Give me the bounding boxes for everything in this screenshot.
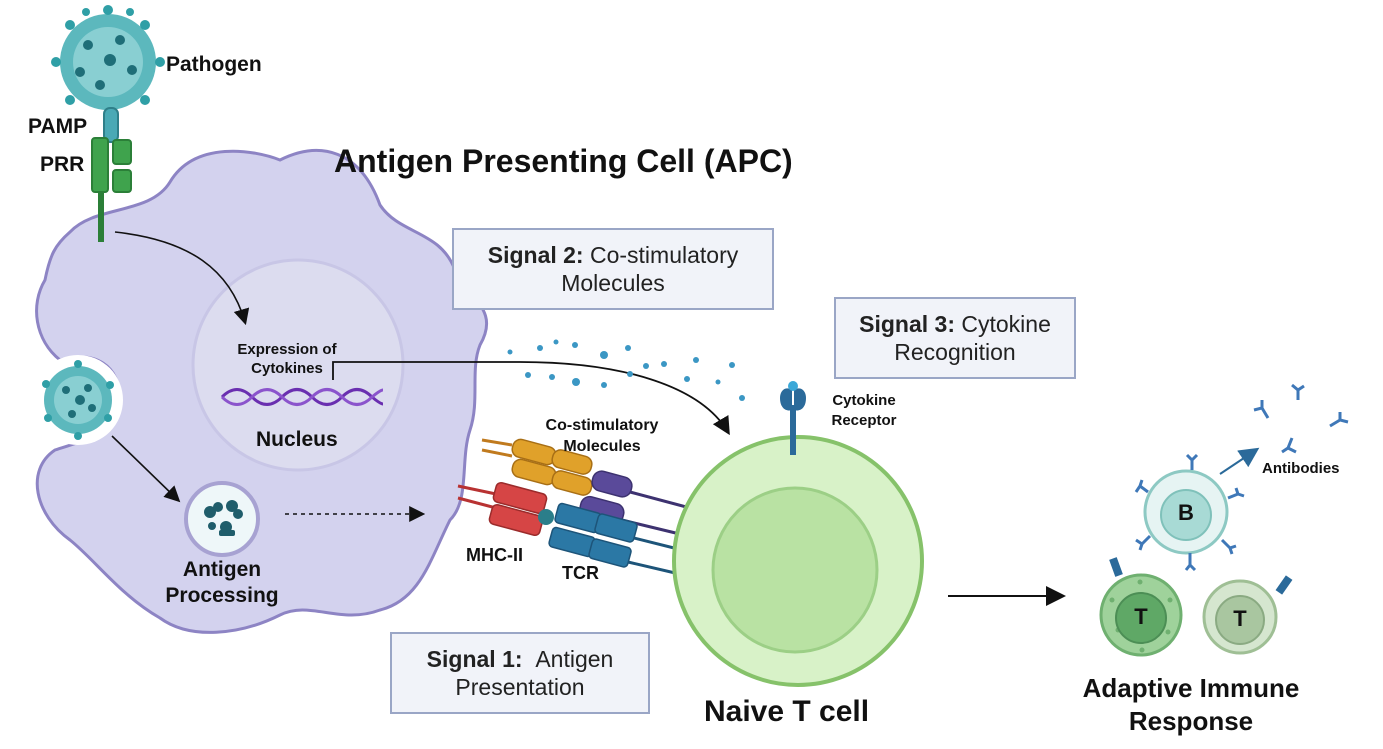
b-cell-letter: B <box>1178 500 1194 525</box>
cytokine-receptor-icon <box>780 381 806 455</box>
pamp-label: PAMP <box>28 115 88 138</box>
signal-1-box: Signal 1: Antigen Presentation <box>390 632 650 714</box>
prr-to-nucleus-arrow <box>114 231 250 326</box>
signal-3-line2: Recognition <box>894 339 1016 365</box>
mhc-label: MHC-II <box>466 545 523 565</box>
nucleus-label: Nucleus <box>256 428 338 451</box>
adaptive-label-line1: Adaptive Immune <box>1082 673 1300 703</box>
signal-2-box: Signal 2: Co-stimulatory Molecules <box>452 228 774 310</box>
signal-3-title: Signal 3: <box>859 311 955 337</box>
pathogen-label: Pathogen <box>166 53 262 76</box>
t-cell-letter-1: T <box>1134 604 1148 629</box>
prr-receptor-icon <box>91 137 132 242</box>
naive-t-cell-label: Naive T cell <box>704 695 870 728</box>
naive-t-nucleus <box>711 486 879 654</box>
pathogen-icon <box>51 5 165 110</box>
signal-1-text: Antigen <box>535 646 614 672</box>
antibodies-label: Antibodies <box>1262 460 1340 477</box>
signal-2-text: Co-stimulatory <box>589 242 739 268</box>
tcr-label: TCR <box>562 563 599 583</box>
cytokine-receptor-label-line1: Cytokine <box>832 392 896 409</box>
signal-2-title: Signal 2: <box>487 242 584 268</box>
tcr-complex <box>548 502 691 578</box>
mhc-ii-complex <box>457 481 554 537</box>
page-title: Antigen Presenting Cell (APC) <box>334 143 793 179</box>
expression-label-line1: Expression of <box>237 341 337 358</box>
effector-t-cell-1 <box>1099 557 1183 657</box>
pamp-shape <box>103 107 119 143</box>
cytokine-arrow <box>332 361 730 436</box>
pocket-to-vesicle-arrow <box>111 435 181 503</box>
b-to-antibodies-arrow <box>1219 447 1260 475</box>
antigen-processing-label-line1: Antigen <box>182 558 262 581</box>
signal-1-line2: Presentation <box>455 674 585 700</box>
cytokine-particles <box>507 339 745 401</box>
prr-label: PRR <box>40 153 85 176</box>
adaptive-label-line2: Response <box>1128 706 1254 736</box>
antigen-processing-label-line2: Processing <box>165 584 279 607</box>
expression-label-line2: Cytokines <box>251 360 323 377</box>
cytokine-receptor-label-line2: Receptor <box>831 412 897 429</box>
b-cell-antibody-receptors <box>1134 453 1245 572</box>
signal-3-text: Cytokine <box>961 311 1051 337</box>
signal-1-title: Signal 1: <box>426 646 523 672</box>
effector-t-cell-2 <box>1202 575 1293 655</box>
antigen-fragments-icon <box>204 500 243 536</box>
costim-label-line2: Molecules <box>563 438 641 455</box>
signal-2-line2: Molecules <box>561 270 665 296</box>
t-cell-letter-2: T <box>1233 606 1247 631</box>
engulfed-pathogen-icon <box>42 360 114 440</box>
costim-label-line1: Co-stimulatory <box>545 417 659 434</box>
signal-3-box: Signal 3: Cytokine Recognition <box>834 297 1076 379</box>
antibodies-icon <box>1253 383 1349 454</box>
b-cell <box>1134 453 1245 572</box>
antigen-vesicle <box>184 481 260 557</box>
dna-helix-icon <box>220 388 384 406</box>
